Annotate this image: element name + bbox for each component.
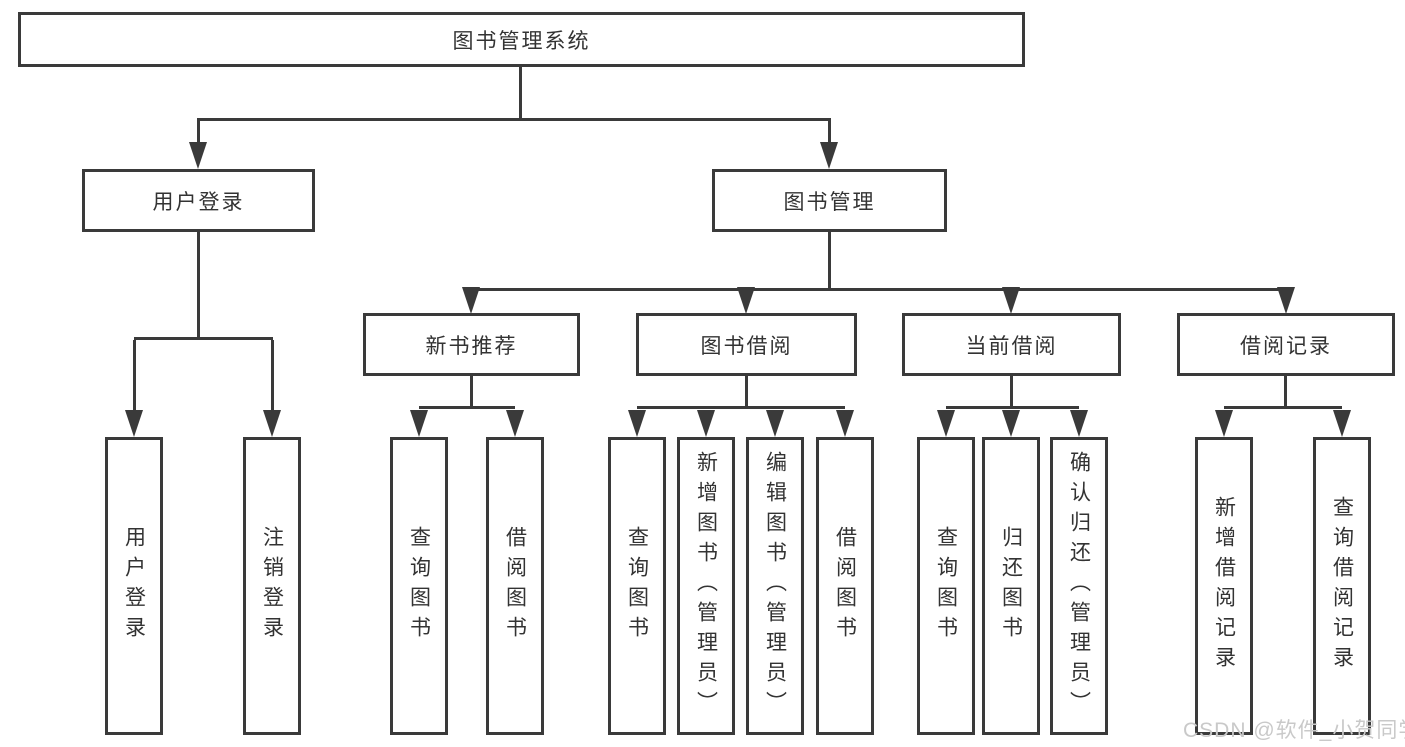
leaf-query-books: 查询图书 — [608, 437, 666, 735]
connector-line — [271, 340, 274, 413]
connector-line — [470, 376, 473, 406]
connector-line — [133, 340, 136, 413]
down-arrow-icon — [1333, 410, 1351, 437]
down-arrow-icon — [820, 142, 838, 169]
connector-line — [197, 232, 200, 337]
leaf-return-books: 归还图书 — [982, 437, 1040, 735]
connector-line — [637, 406, 845, 409]
connector-line — [197, 121, 200, 145]
connector-line — [828, 121, 831, 145]
down-arrow-icon — [189, 142, 207, 169]
leaf-query-books: 查询图书 — [390, 437, 448, 735]
down-arrow-icon — [462, 287, 480, 314]
leaf-add-books-admin: 新增图书（管理员） — [677, 437, 735, 735]
down-arrow-icon — [125, 410, 143, 437]
node-book-borrowing: 图书借阅 — [636, 313, 857, 376]
leaf-label: 借阅图书 — [833, 526, 857, 646]
connector-line — [134, 337, 273, 340]
connector-line — [1284, 376, 1287, 406]
leaf-label: 查询借阅记录 — [1330, 496, 1354, 676]
down-arrow-icon — [1215, 410, 1233, 437]
down-arrow-icon — [628, 410, 646, 437]
leaf-label: 归还图书 — [999, 526, 1023, 646]
connector-line — [419, 406, 515, 409]
connector-line — [946, 406, 1079, 409]
leaf-logout: 注销登录 — [243, 437, 301, 735]
down-arrow-icon — [1002, 287, 1020, 314]
down-arrow-icon — [697, 410, 715, 437]
node-user-login: 用户登录 — [82, 169, 315, 232]
leaf-label: 借阅图书 — [503, 526, 527, 646]
down-arrow-icon — [737, 287, 755, 314]
down-arrow-icon — [937, 410, 955, 437]
down-arrow-icon — [1277, 287, 1295, 314]
node-book-management: 图书管理 — [712, 169, 947, 232]
leaf-borrow-books: 借阅图书 — [816, 437, 874, 735]
connector-line — [828, 232, 831, 288]
leaf-label: 查询图书 — [407, 526, 431, 646]
leaf-add-borrow-record: 新增借阅记录 — [1195, 437, 1253, 735]
leaf-label: 用户登录 — [122, 526, 146, 646]
leaf-edit-books-admin: 编辑图书（管理员） — [746, 437, 804, 735]
leaf-label: 新增图书（管理员） — [694, 451, 718, 721]
leaf-user-login: 用户登录 — [105, 437, 163, 735]
down-arrow-icon — [410, 410, 428, 437]
connector-line — [471, 288, 1287, 291]
connector-line — [197, 118, 831, 121]
down-arrow-icon — [263, 410, 281, 437]
connector-line — [1010, 376, 1013, 406]
connector-line — [745, 376, 748, 406]
leaf-label: 查询图书 — [625, 526, 649, 646]
leaf-confirm-return-admin: 确认归还（管理员） — [1050, 437, 1108, 735]
leaf-borrow-books: 借阅图书 — [486, 437, 544, 735]
node-borrowing-records: 借阅记录 — [1177, 313, 1395, 376]
leaf-query-borrow-record: 查询借阅记录 — [1313, 437, 1371, 735]
leaf-label: 确认归还（管理员） — [1067, 451, 1091, 721]
down-arrow-icon — [836, 410, 854, 437]
leaf-query-books: 查询图书 — [917, 437, 975, 735]
down-arrow-icon — [1070, 410, 1088, 437]
node-library-system: 图书管理系统 — [18, 12, 1025, 67]
node-current-borrowing: 当前借阅 — [902, 313, 1121, 376]
down-arrow-icon — [506, 410, 524, 437]
leaf-label: 新增借阅记录 — [1212, 496, 1236, 676]
csdn-watermark: CSDN @软件_小贺同学 — [1183, 719, 1405, 742]
node-new-book-recommend: 新书推荐 — [363, 313, 580, 376]
leaf-label: 注销登录 — [260, 526, 284, 646]
down-arrow-icon — [766, 410, 784, 437]
connector-line — [1224, 406, 1342, 409]
connector-line — [519, 67, 522, 118]
leaf-label: 查询图书 — [934, 526, 958, 646]
leaf-label: 编辑图书（管理员） — [763, 451, 787, 721]
down-arrow-icon — [1002, 410, 1020, 437]
